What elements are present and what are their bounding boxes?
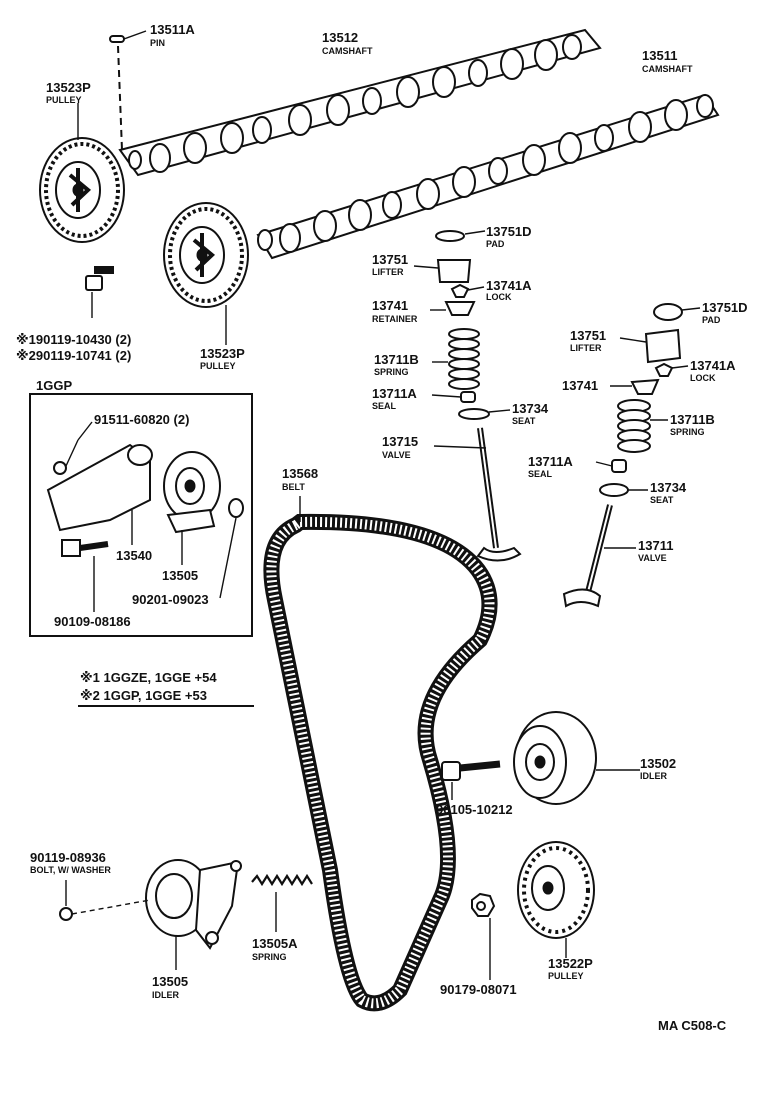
camshaft-13511 [256, 93, 720, 260]
pin-13511a [109, 30, 147, 151]
note-1: ※1 1GGZE, 1GGE +54 [80, 670, 217, 685]
valve-train-a [413, 230, 522, 562]
label-13505-inset: 13505 [162, 568, 198, 583]
label-13751d-a-num: 13751D [486, 224, 532, 239]
note-2: ※2 1GGP, 1GGE +53 [80, 688, 207, 703]
label-13734-a-num: 13734 [512, 401, 549, 416]
label-13511a-num: 13511A [150, 22, 195, 37]
pulley-13523p-top [39, 103, 125, 243]
label-13523p-mid-name: PULLEY [200, 361, 236, 371]
idler-13502 [513, 711, 640, 805]
inset-1ggp [29, 393, 253, 637]
label-13734-b-name: SEAT [650, 495, 674, 505]
idler-13505-bottom [59, 859, 242, 970]
label-90119-08936-name: BOLT, W/ WASHER [30, 865, 111, 875]
label-13751-b-name: LIFTER [570, 343, 602, 353]
label-13523p-top-num: 13523P [46, 80, 91, 95]
label-13734-a-name: SEAT [512, 416, 536, 426]
label-13715-name: VALVE [382, 450, 411, 460]
label-90105-10212: 90105-10212 [436, 802, 513, 817]
spring-13505a [251, 873, 313, 932]
nut-90179-08071 [471, 892, 496, 980]
bolt-note-1: ※190119-10430 (2) [16, 332, 131, 347]
label-91511-60820: 91511-60820 (2) [94, 412, 189, 427]
label-13751-a-num: 13751 [372, 252, 408, 267]
label-13751-b-num: 13751 [570, 328, 606, 343]
label-13734-b-num: 13734 [650, 480, 687, 495]
label-13711a-a-name: SEAL [372, 401, 397, 411]
label-13751-a-name: LIFTER [372, 267, 404, 277]
label-13512-num: 13512 [322, 30, 358, 45]
camshaft-13512 [118, 28, 602, 177]
label-13540: 13540 [116, 548, 152, 563]
timing-belt-13568 [263, 496, 498, 1012]
label-13711a-a-num: 13711A [372, 386, 417, 401]
label-13511-num: 13511 [642, 48, 677, 63]
label-13511-name: CAMSHAFT [642, 64, 693, 74]
diagram-code: MA C508-C [658, 1018, 727, 1033]
label-13741a-b-name: LOCK [690, 373, 716, 383]
label-13751d-a-name: PAD [486, 239, 505, 249]
label-13741a-a-name: LOCK [486, 292, 512, 302]
label-13711a-b-name: SEAL [528, 469, 553, 479]
label-13568-name: BELT [282, 482, 305, 492]
label-13523p-mid-num: 13523P [200, 346, 245, 361]
label-13711b-b-name: SPRING [670, 427, 705, 437]
label-13523p-top-name: PULLEY [46, 95, 82, 105]
label-13741a-a-num: 13741A [486, 278, 532, 293]
label-90119-08936-num: 90119-08936 [30, 850, 106, 865]
label-90201-09023: 90201-09023 [132, 592, 209, 607]
label-13741a-b-num: 13741A [690, 358, 736, 373]
label-13502-num: 13502 [640, 756, 676, 771]
label-13522p-name: PULLEY [548, 971, 584, 981]
valve-train-b [562, 303, 701, 608]
label-13741-b-num: 13741 [562, 378, 598, 393]
label-13512-name: CAMSHAFT [322, 46, 373, 56]
label-13511a-name: PIN [150, 38, 165, 48]
label-90109-08186: 90109-08186 [54, 614, 131, 629]
label-13568-num: 13568 [282, 466, 318, 481]
label-13711-num: 13711 [638, 538, 673, 553]
label-13505a-name: SPRING [252, 952, 287, 962]
inset-title: 1GGP [36, 378, 72, 393]
label-13505a-num: 13505A [252, 936, 298, 951]
label-13715-num: 13715 [382, 434, 418, 449]
label-13711b-b-num: 13711B [670, 412, 715, 427]
label-13711a-b-num: 13711A [528, 454, 573, 469]
pulley-13522p [517, 841, 595, 958]
label-13505-bottom-name: IDLER [152, 990, 180, 1000]
label-13502-name: IDLER [640, 771, 668, 781]
label-90179-08071: 90179-08071 [440, 982, 517, 997]
label-13711-name: VALVE [638, 553, 667, 563]
cam-pulley-bolt [85, 266, 114, 318]
bolt-90105-10212 [441, 760, 501, 800]
label-13741-a-name: RETAINER [372, 314, 418, 324]
label-13751d-b-name: PAD [702, 315, 721, 325]
label-13741-a-num: 13741 [372, 298, 408, 313]
label-13711b-a-name: SPRING [374, 367, 409, 377]
label-13711b-a-num: 13711B [374, 352, 419, 367]
pulley-13523p-mid [163, 202, 249, 345]
label-13505-bottom-num: 13505 [152, 974, 188, 989]
label-13751d-b-num: 13751D [702, 300, 748, 315]
label-13522p-num: 13522P [548, 956, 593, 971]
bolt-note-2: ※290119-10741 (2) [16, 348, 131, 363]
